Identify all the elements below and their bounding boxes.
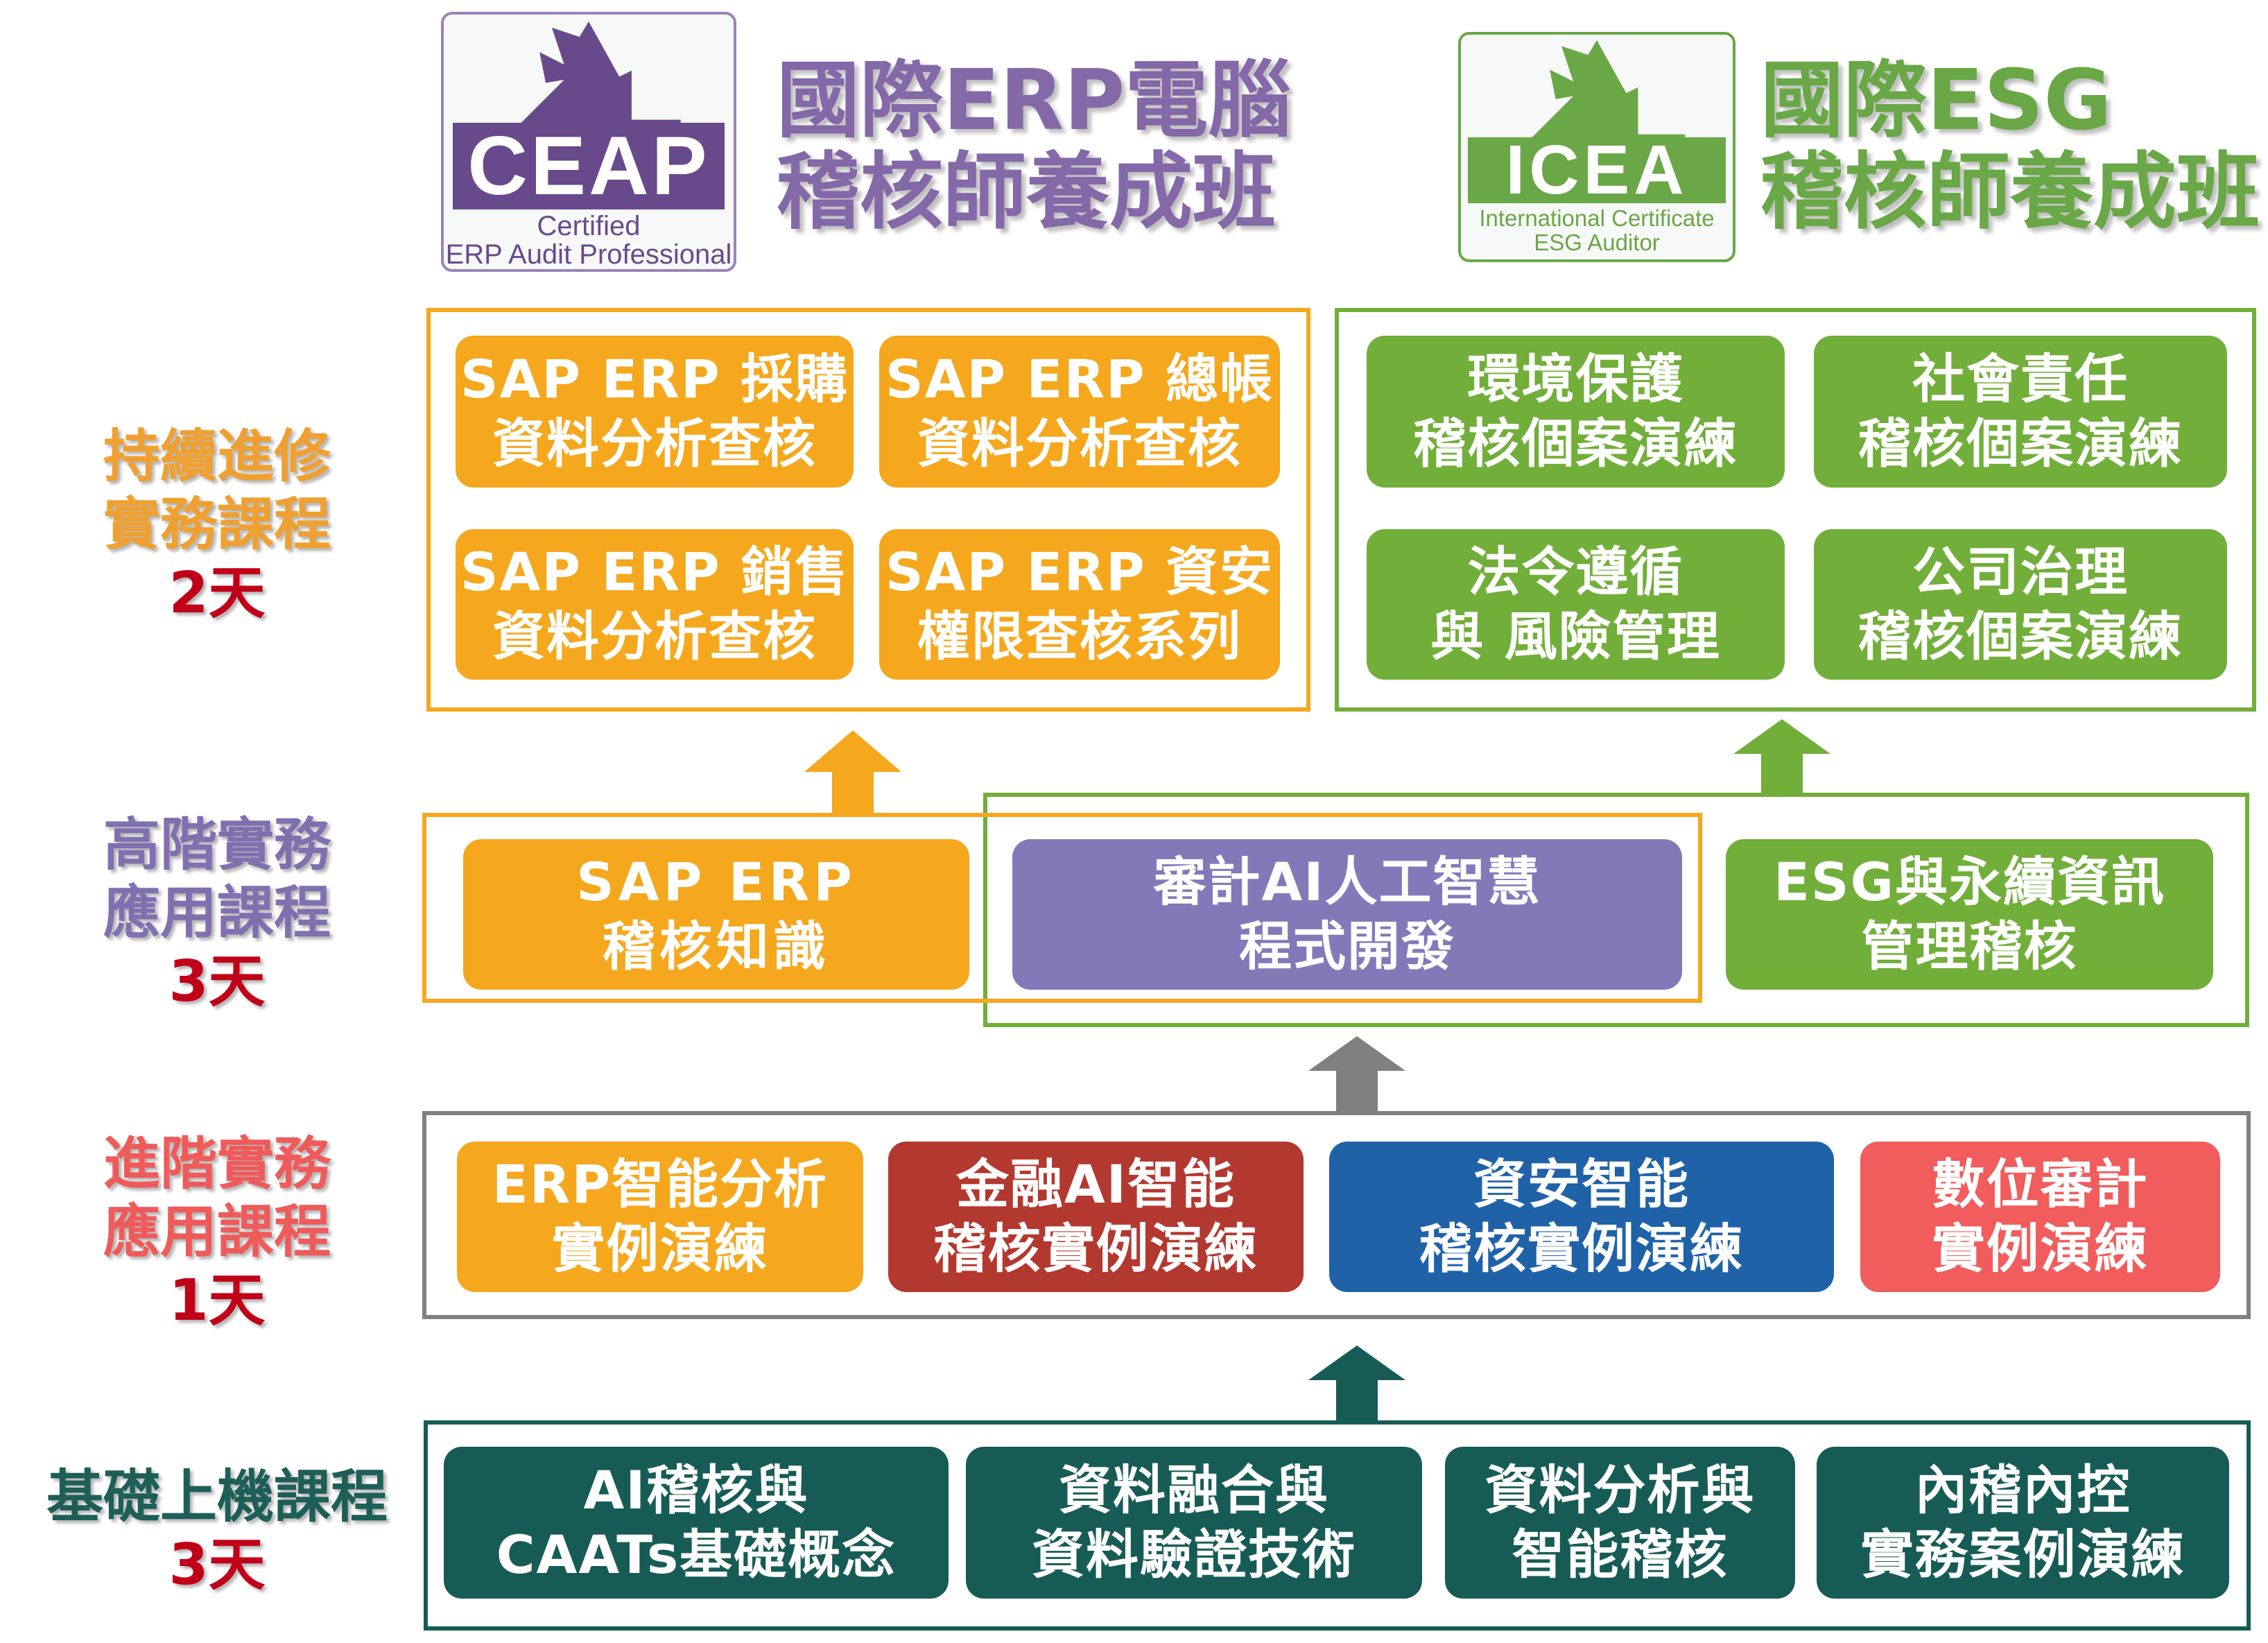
course-line: 數位審計 (1932, 1153, 2149, 1215)
title-line: 稽核師養成班 (777, 144, 1276, 241)
course-line: 實務案例演練 (1860, 1523, 2185, 1585)
label-line: 應用課程 (103, 880, 331, 947)
course-sap-security[interactable]: SAP ERP 資安權限查核系列 (879, 529, 1280, 680)
label-line: 應用課程 (103, 1199, 331, 1266)
course-line: 稽核實例演練 (1419, 1217, 1744, 1280)
course-line: 資安智能 (1473, 1153, 1690, 1215)
arrow-up-icon (1733, 719, 1830, 793)
arrow-up-icon (1308, 1036, 1405, 1111)
title-line: 國際ESG (1760, 53, 2112, 149)
course-finance-ai[interactable]: 金融AI智能稽核實例演練 (888, 1142, 1304, 1292)
tier2-erp-frame (422, 813, 1702, 1003)
course-line: 管理稽核 (1861, 915, 2078, 977)
course-line: 審計AI人工智慧 (1153, 850, 1541, 913)
course-line: SAP ERP 銷售 (460, 540, 849, 603)
course-line: 社會責任 (1912, 347, 2129, 410)
title-line: 國際ERP電腦 (777, 53, 1292, 149)
course-line: SAP ERP 總帳 (885, 347, 1274, 410)
tier2-esg-frame (983, 793, 2249, 1027)
course-data-analysis[interactable]: 資料分析與智能稽核 (1445, 1447, 1795, 1599)
label-line: 基礎上機課程 (46, 1464, 388, 1530)
label-line: 實務課程 (103, 492, 331, 558)
arrow-up-icon (804, 730, 901, 814)
course-line: 程式開發 (1239, 915, 1455, 977)
tier4-frame (424, 1420, 2251, 1631)
days: 2天 (168, 560, 266, 626)
tier1-erp-frame (426, 308, 1310, 712)
course-line: 實例演練 (1932, 1217, 2149, 1280)
course-line: 環境保護 (1467, 347, 1684, 410)
maple-leaf-icon (521, 21, 681, 123)
icea-logo: ICEA International Certificate ESG Audit… (1458, 32, 1735, 262)
course-ai-development[interactable]: 審計AI人工智慧程式開發 (1012, 839, 1682, 990)
days: 1天 (168, 1267, 266, 1334)
days: 3天 (168, 1532, 266, 1599)
logo-sub: Certified (537, 211, 641, 241)
course-security-ai[interactable]: 資安智能稽核實例演練 (1329, 1142, 1834, 1292)
course-social[interactable]: 社會責任稽核個案演練 (1814, 336, 2227, 488)
course-line: SAP ERP 採購 (460, 347, 849, 410)
course-line: ERP智能分析 (492, 1153, 829, 1215)
course-line: 資料融合與 (1059, 1459, 1329, 1521)
course-line: 稽核個案演練 (1413, 412, 1738, 474)
tier1-esg-frame (1335, 308, 2256, 712)
course-sap-ledger[interactable]: SAP ERP 總帳資料分析查核 (879, 336, 1280, 488)
course-line: 資料分析查核 (492, 605, 817, 667)
logo-sub: International Certificate (1479, 205, 1715, 231)
course-line: 稽核實例演練 (933, 1217, 1258, 1280)
ceap-title: 國際ERP電腦稽核師養成班 (777, 55, 1291, 239)
arrow-up-icon (1308, 1345, 1405, 1420)
course-line: CAATs基礎概念 (496, 1523, 897, 1585)
course-environment[interactable]: 環境保護稽核個案演練 (1367, 336, 1785, 488)
course-line: 稽核知識 (603, 915, 830, 977)
course-line: 與 風險管理 (1430, 605, 1721, 667)
course-line: 公司治理 (1912, 540, 2129, 603)
ceap-logo: CEAP Certified ERP Audit Professional (441, 12, 736, 272)
label-line: 持續進修 (103, 424, 331, 490)
course-internal-control[interactable]: 內稽內控實務案例演練 (1817, 1447, 2229, 1599)
course-line: ESG與永續資訊 (1773, 850, 2166, 913)
label-line: 進階實務 (103, 1131, 331, 1197)
course-line: 法令遵循 (1467, 540, 1684, 603)
course-sap-purchasing[interactable]: SAP ERP 採購資料分析查核 (456, 336, 854, 488)
tier3-frame (422, 1111, 2251, 1319)
course-line: 資料驗證技術 (1032, 1523, 1356, 1585)
course-line: 稽核個案演練 (1858, 412, 2183, 474)
logo-sub: ESG Auditor (1534, 230, 1660, 256)
course-digital-audit[interactable]: 數位審計實例演練 (1860, 1142, 2220, 1292)
course-line: 資料分析查核 (492, 412, 817, 474)
course-esg-info[interactable]: ESG與永續資訊管理稽核 (1726, 839, 2213, 990)
label-line: 高階實務 (103, 812, 331, 878)
course-line: 金融AI智能 (955, 1153, 1236, 1215)
course-line: 資料分析與 (1484, 1459, 1756, 1521)
course-compliance[interactable]: 法令遵循與 風險管理 (1367, 529, 1785, 680)
course-sap-sales[interactable]: SAP ERP 銷售資料分析查核 (456, 529, 854, 680)
course-line: 稽核個案演練 (1858, 605, 2183, 667)
days: 3天 (168, 948, 266, 1015)
course-governance[interactable]: 公司治理稽核個案演練 (1814, 529, 2227, 680)
course-line: 資料分析查核 (917, 412, 1242, 474)
logo-text: ICEA (1468, 135, 1726, 205)
logo-sub: ERP Audit Professional (445, 239, 732, 270)
title-line: 稽核師養成班 (1760, 144, 2260, 241)
course-line: AI稽核與 (583, 1459, 809, 1521)
course-line: SAP ERP 資安 (885, 540, 1274, 603)
course-erp-analysis[interactable]: ERP智能分析實例演練 (457, 1142, 863, 1292)
course-line: 實例演練 (552, 1217, 768, 1280)
course-line: 內稽內控 (1914, 1459, 2131, 1521)
logo-text: CEAP (453, 123, 725, 209)
course-line: 智能稽核 (1512, 1523, 1729, 1585)
course-line: SAP ERP (576, 850, 856, 913)
maple-leaf-icon (1532, 40, 1686, 137)
course-line: 權限查核系列 (917, 605, 1242, 667)
course-data-fusion[interactable]: 資料融合與資料驗證技術 (966, 1447, 1422, 1599)
